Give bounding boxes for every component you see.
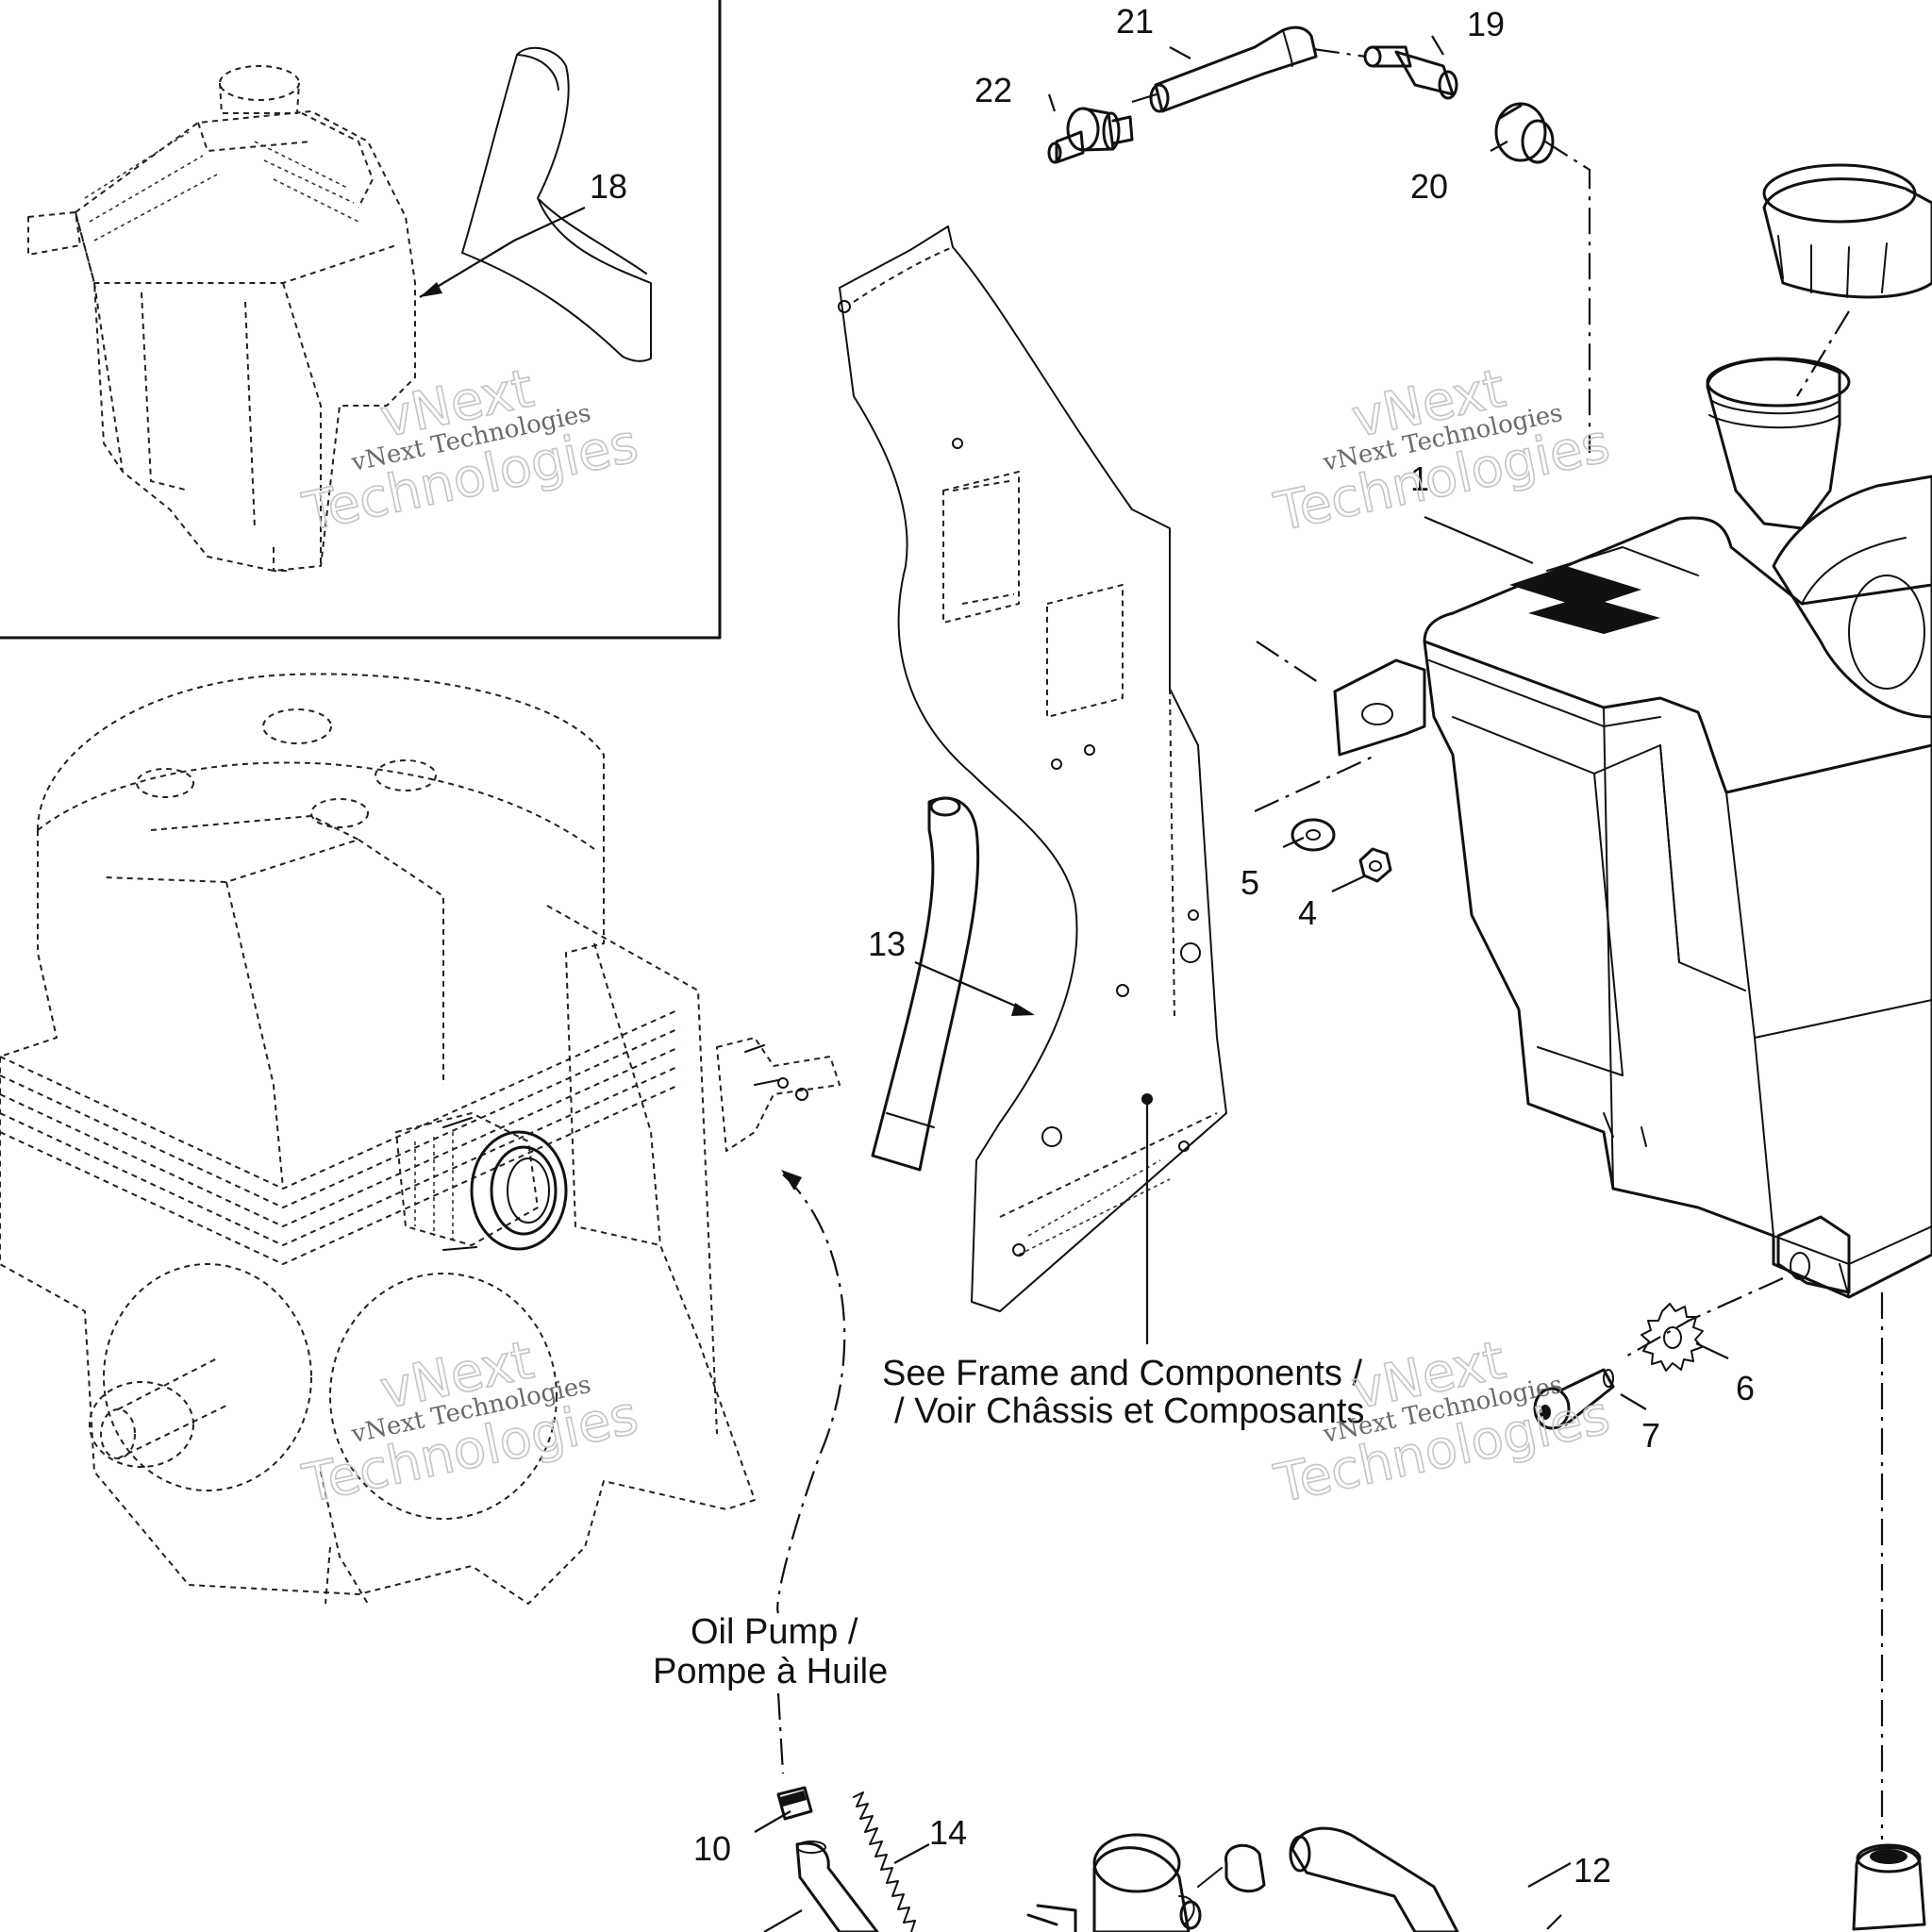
leader-18 [513, 207, 586, 242]
part-10-fitting [776, 1786, 879, 1932]
arrow-18-head [420, 282, 442, 297]
callout-1: 1 [1410, 459, 1429, 498]
part-7-bolt [1533, 1368, 1615, 1430]
axis-bracket-tank [1254, 641, 1378, 812]
callout-18: 18 [590, 167, 627, 206]
callout-22: 22 [974, 71, 1012, 109]
pump-note-line2: Pompe à Huile [653, 1652, 888, 1691]
oil-line-upper [776, 1174, 846, 1614]
leader-bottom-left [763, 1909, 803, 1932]
leaders-top [1047, 35, 1508, 152]
callout-7: 7 [1641, 1416, 1660, 1455]
vent-hose-assembly [1047, 25, 1591, 453]
oil-line-lower [776, 1692, 785, 1774]
callout-19: 19 [1467, 5, 1505, 43]
callout-20: 20 [1410, 167, 1448, 206]
axis-22-21 [1131, 92, 1158, 104]
pump-check-valve [1026, 1833, 1202, 1932]
part-13-strap [871, 796, 980, 1172]
leader-1 [1424, 515, 1534, 565]
tank-outlet-grommet [1852, 1843, 1926, 1931]
frame-note-line2: / Voir Châssis et Composants [894, 1391, 1364, 1431]
part-6-lock-washer [1641, 1303, 1704, 1372]
watermark-2: vNext vNext Technologies Technologies [1269, 358, 1616, 544]
leaders-4-5 [1282, 836, 1367, 892]
axis-cap [1796, 310, 1850, 397]
inset-panel [0, 0, 722, 640]
frame-bracket-plate [838, 225, 1227, 1312]
callout-21: 21 [1116, 2, 1154, 41]
inset-oil-tank [27, 65, 416, 572]
callout-6: 6 [1736, 1369, 1755, 1407]
callout-12: 12 [1574, 1851, 1611, 1890]
arrow-13-shaft [914, 960, 1024, 1011]
callout-5: 5 [1241, 863, 1259, 902]
part-5-washer [1291, 818, 1336, 852]
axis-6-7 [1622, 1276, 1784, 1359]
part-18-deflector [461, 46, 652, 362]
part-1-oil-tank [1333, 163, 1932, 1299]
part-14-spring [853, 1791, 916, 1932]
engine-phantom [0, 673, 841, 1605]
callout-13: 13 [868, 924, 906, 963]
callout-10: 10 [693, 1829, 731, 1868]
part-12-hose [1197, 1826, 1459, 1932]
watermark-3: vNext vNext Technologies Technologies [297, 1329, 644, 1516]
part-20-grommet [1494, 102, 1555, 164]
axis-20-tank [1544, 141, 1591, 453]
callout-14: 14 [929, 1813, 967, 1852]
part-22-fitting [1047, 107, 1134, 164]
leaders-bottom [754, 1810, 1572, 1930]
pump-note-line1: Oil Pump / [691, 1612, 858, 1652]
callout-4: 4 [1298, 893, 1317, 932]
part-21-hose [1149, 25, 1318, 113]
tank-cap [1762, 163, 1932, 299]
frame-note-line1: See Frame and Components / [882, 1354, 1362, 1393]
oil-line-arrow [781, 1170, 802, 1191]
arrow-13-head [1011, 1003, 1035, 1016]
axis-21-19 [1312, 47, 1367, 58]
inset-border [0, 0, 722, 640]
leaders-6-7 [1620, 1342, 1729, 1410]
